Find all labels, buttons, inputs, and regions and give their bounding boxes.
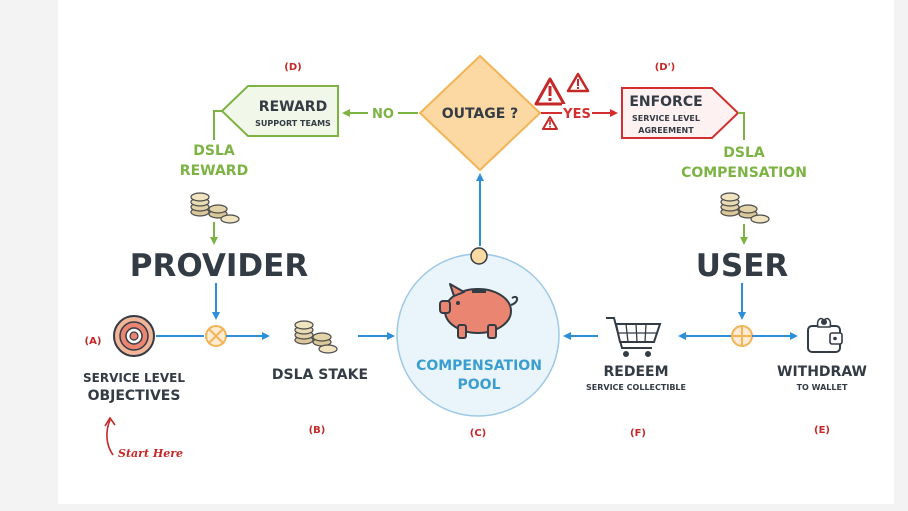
redeem-title: REDEEM: [603, 364, 668, 380]
enforce-sla-box: ENFORCE SERVICE LEVEL AGREEMENT: [621, 87, 740, 139]
start-here-note: Start Here: [118, 447, 183, 460]
slo-line2: OBJECTIVES: [88, 388, 181, 404]
pool-line2: POOL: [458, 377, 501, 393]
warning-icon: [534, 77, 566, 106]
reward-to-provider-line: [213, 110, 222, 140]
reward-subtitle: SUPPORT TEAMS: [255, 119, 331, 128]
merge-junction-icon: [205, 325, 227, 347]
outage-decision-diamond: OUTAGE ?: [418, 54, 542, 172]
withdraw-subtitle: TO WALLET: [797, 383, 848, 392]
label-c: (C): [470, 428, 486, 439]
reward-support-teams-box: REWARD SUPPORT TEAMS: [220, 85, 339, 137]
pool-line1: COMPENSATION: [416, 358, 542, 374]
coins-icon: [720, 192, 770, 224]
label-b: (B): [309, 425, 326, 436]
enforce-line2: AGREEMENT: [638, 126, 694, 135]
withdraw-title: WITHDRAW: [777, 364, 867, 380]
reward-title: REWARD: [259, 99, 327, 115]
dsla-reward-line2: REWARD: [180, 163, 248, 179]
user-heading: USER: [696, 248, 789, 284]
label-d-right: (D'): [655, 62, 676, 73]
label-e: (E): [814, 425, 830, 436]
split-junction-icon: [731, 325, 753, 347]
label-a: (A): [85, 336, 102, 347]
start-here-arrow-icon: [104, 416, 116, 456]
enforce-line1: SERVICE LEVEL: [632, 114, 700, 123]
target-icon: [113, 315, 155, 357]
wallet-icon: [807, 317, 843, 353]
label-f: (F): [630, 428, 646, 439]
pool-connector-node: [470, 247, 488, 265]
coins-icon: [190, 192, 240, 224]
stake-label: DSLA STAKE: [272, 367, 368, 383]
dsla-comp-line2: COMPENSATION: [681, 165, 807, 181]
outage-label: OUTAGE ?: [442, 106, 519, 122]
warning-icon: [542, 116, 558, 130]
piggy-bank-icon: [439, 283, 519, 339]
shopping-cart-icon: [606, 317, 662, 357]
provider-heading: PROVIDER: [130, 248, 309, 284]
slo-line1: SERVICE LEVEL: [83, 371, 185, 385]
label-d-left: (D): [284, 62, 301, 73]
coins-icon: [294, 320, 338, 354]
enforce-title: ENFORCE: [629, 94, 702, 110]
enforce-to-user-line: [738, 112, 745, 140]
no-label: NO: [372, 107, 394, 122]
dsla-reward-line1: DSLA: [193, 143, 235, 159]
redeem-subtitle: SERVICE COLLECTIBLE: [586, 383, 686, 392]
yes-label: YES: [562, 107, 591, 122]
dsla-comp-line1: DSLA: [723, 145, 765, 161]
warning-icon: [566, 72, 590, 93]
